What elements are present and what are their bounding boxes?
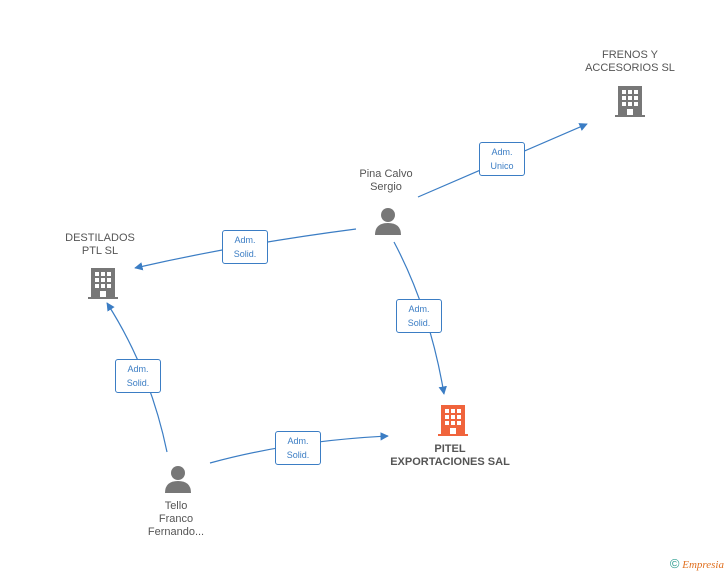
edge-label-pina-destilados: Adm. Solid. <box>222 230 268 264</box>
edge-label-pina-pitel: Adm. Solid. <box>396 299 442 333</box>
edge-label-tello-pitel: Adm. Solid. <box>275 431 321 465</box>
person-icon[interactable] <box>373 206 403 236</box>
building-icon[interactable] <box>614 84 646 118</box>
building-icon[interactable] <box>87 266 119 300</box>
person-icon[interactable] <box>163 464 193 494</box>
person-label-pina[interactable]: Pina Calvo Sergio <box>359 168 413 193</box>
company-label-destilados[interactable]: DESTILADOS PTL SL <box>65 232 135 257</box>
person-label-tello[interactable]: Tello Franco Fernando... <box>147 500 205 538</box>
edge-label-tello-destilados: Adm. Solid. <box>115 359 161 393</box>
company-label-pitel[interactable]: PITEL EXPORTACIONES SAL <box>390 443 510 468</box>
brand-logo: Empresia <box>682 559 724 571</box>
copyright-icon: © <box>669 556 680 571</box>
brand-footer[interactable]: © Empresia <box>670 556 724 571</box>
edge-label-pina-frenos: Adm. Unico <box>479 142 525 176</box>
company-label-frenos[interactable]: FRENOS Y ACCESORIOS SL <box>585 49 675 74</box>
building-icon-main[interactable] <box>437 403 469 437</box>
